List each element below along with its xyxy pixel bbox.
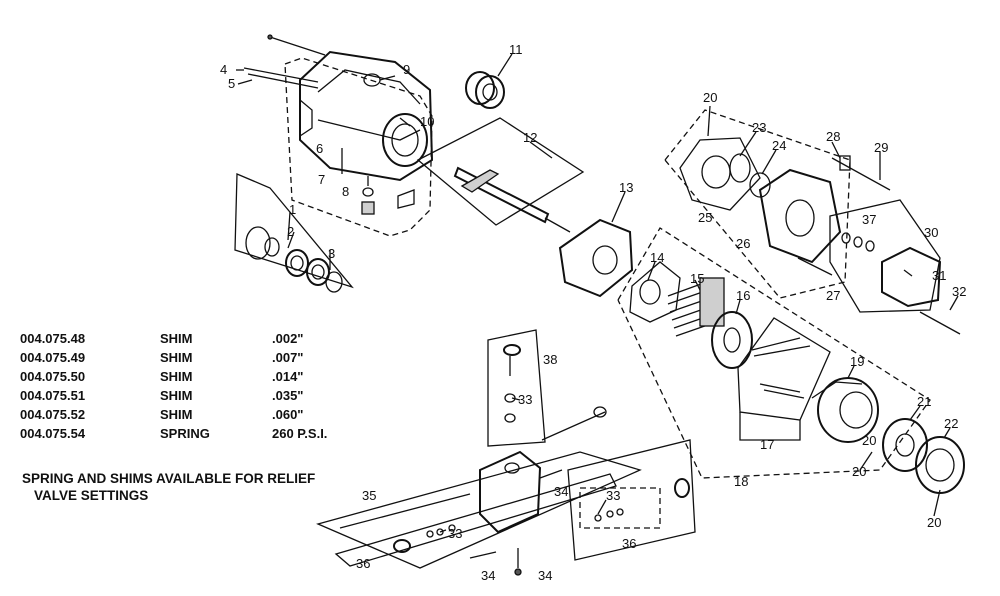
table-row: 004.075.48 SHIM .002" — [20, 329, 392, 348]
part-description: SHIM — [160, 369, 193, 384]
part-description: SPRING — [160, 426, 210, 441]
parts-table: 004.075.48 SHIM .002" 004.075.49 SHIM .0… — [20, 329, 392, 443]
end-plate-part-13 — [558, 218, 634, 298]
callout-12: 12 — [523, 130, 537, 145]
callout-20-d: 20 — [862, 433, 876, 448]
note-line-2: VALVE SETTINGS — [34, 488, 149, 503]
part-value: .014" — [272, 369, 304, 384]
callout-labels: 1 2 3 4 5 6 7 8 9 10 11 12 13 14 15 16 1… — [220, 42, 966, 583]
callout-10: 10 — [420, 114, 434, 129]
part-number: 004.075.54 — [20, 426, 86, 441]
part-number: 004.075.51 — [20, 388, 86, 403]
part-description: SHIM — [160, 407, 193, 422]
callout-16: 16 — [736, 288, 750, 303]
callout-17: 17 — [760, 437, 774, 452]
part-description: SHIM — [160, 350, 193, 365]
callout-27: 27 — [826, 288, 840, 303]
callout-13: 13 — [619, 180, 633, 195]
callout-34-c: 34 — [538, 568, 552, 583]
callout-24: 24 — [772, 138, 786, 153]
pump-housing-group — [243, 34, 434, 237]
callout-32: 32 — [952, 284, 966, 299]
callout-20-c: 20 — [927, 515, 941, 530]
part-number: 004.075.50 — [20, 369, 86, 384]
callout-19: 19 — [850, 354, 864, 369]
seal-bearing-group — [234, 173, 354, 293]
callout-36-a: 36 — [356, 556, 370, 571]
callout-23: 23 — [752, 120, 766, 135]
ring-part-22 — [915, 436, 965, 494]
relief-valve-group — [316, 329, 696, 576]
callout-25: 25 — [698, 210, 712, 225]
callout-20-b: 20 — [852, 464, 866, 479]
callout-20-a: 20 — [703, 90, 717, 105]
callout-15: 15 — [690, 271, 704, 286]
callout-36-b: 36 — [622, 536, 636, 551]
cover-group — [664, 109, 961, 335]
table-row: 004.075.52 SHIM .060" — [20, 405, 392, 424]
table-row: 004.075.50 SHIM .014" — [20, 367, 392, 386]
callout-4: 4 — [220, 62, 227, 77]
callout-11: 11 — [509, 42, 523, 57]
callout-33-a: 33 — [518, 392, 532, 407]
leader-lines — [236, 53, 959, 533]
callout-38: 38 — [543, 352, 557, 367]
callout-31: 31 — [932, 268, 946, 283]
table-row: 004.075.54 SPRING 260 P.S.I. — [20, 424, 392, 443]
callout-35: 35 — [362, 488, 376, 503]
callout-14: 14 — [650, 250, 664, 265]
shaft-group — [416, 117, 585, 233]
part-description: SHIM — [160, 331, 193, 346]
callout-37: 37 — [862, 212, 876, 227]
part-number: 004.075.52 — [20, 407, 86, 422]
callout-30: 30 — [924, 225, 938, 240]
callout-34-b: 34 — [481, 568, 495, 583]
callout-26: 26 — [736, 236, 750, 251]
table-row: 004.075.49 SHIM .007" — [20, 348, 392, 367]
part-value: 260 P.S.I. — [272, 426, 328, 441]
table-row: 004.075.51 SHIM .035" — [20, 386, 392, 405]
bearing-part-11 — [465, 71, 505, 109]
relief-valve-note: SPRING AND SHIMS AVAILABLE FOR RELIEF VA… — [22, 470, 402, 504]
part-value: .007" — [272, 350, 304, 365]
callout-1: 1 — [289, 202, 296, 217]
callout-21: 21 — [917, 394, 931, 409]
callout-29: 29 — [874, 140, 888, 155]
note-line-1: SPRING AND SHIMS AVAILABLE FOR RELIEF — [22, 471, 316, 486]
callout-34-a: 34 — [554, 484, 568, 499]
callout-2: 2 — [287, 224, 294, 239]
callout-33-c: 33 — [606, 488, 620, 503]
callout-28: 28 — [826, 129, 840, 144]
part-value: .035" — [272, 388, 304, 403]
callout-33-b: 33 — [448, 526, 462, 541]
callout-18: 18 — [734, 474, 748, 489]
part-value: .002" — [272, 331, 304, 346]
callout-7: 7 — [318, 172, 325, 187]
part-number: 004.075.48 — [20, 331, 86, 346]
rotating-group-18 — [617, 227, 931, 479]
callout-5: 5 — [228, 76, 235, 91]
part-number: 004.075.49 — [20, 350, 86, 365]
callout-8: 8 — [342, 184, 349, 199]
callout-3: 3 — [328, 246, 335, 261]
callout-6: 6 — [316, 141, 323, 156]
part-value: .060" — [272, 407, 304, 422]
callout-22: 22 — [944, 416, 958, 431]
part-description: SHIM — [160, 388, 193, 403]
callout-9: 9 — [403, 62, 410, 77]
